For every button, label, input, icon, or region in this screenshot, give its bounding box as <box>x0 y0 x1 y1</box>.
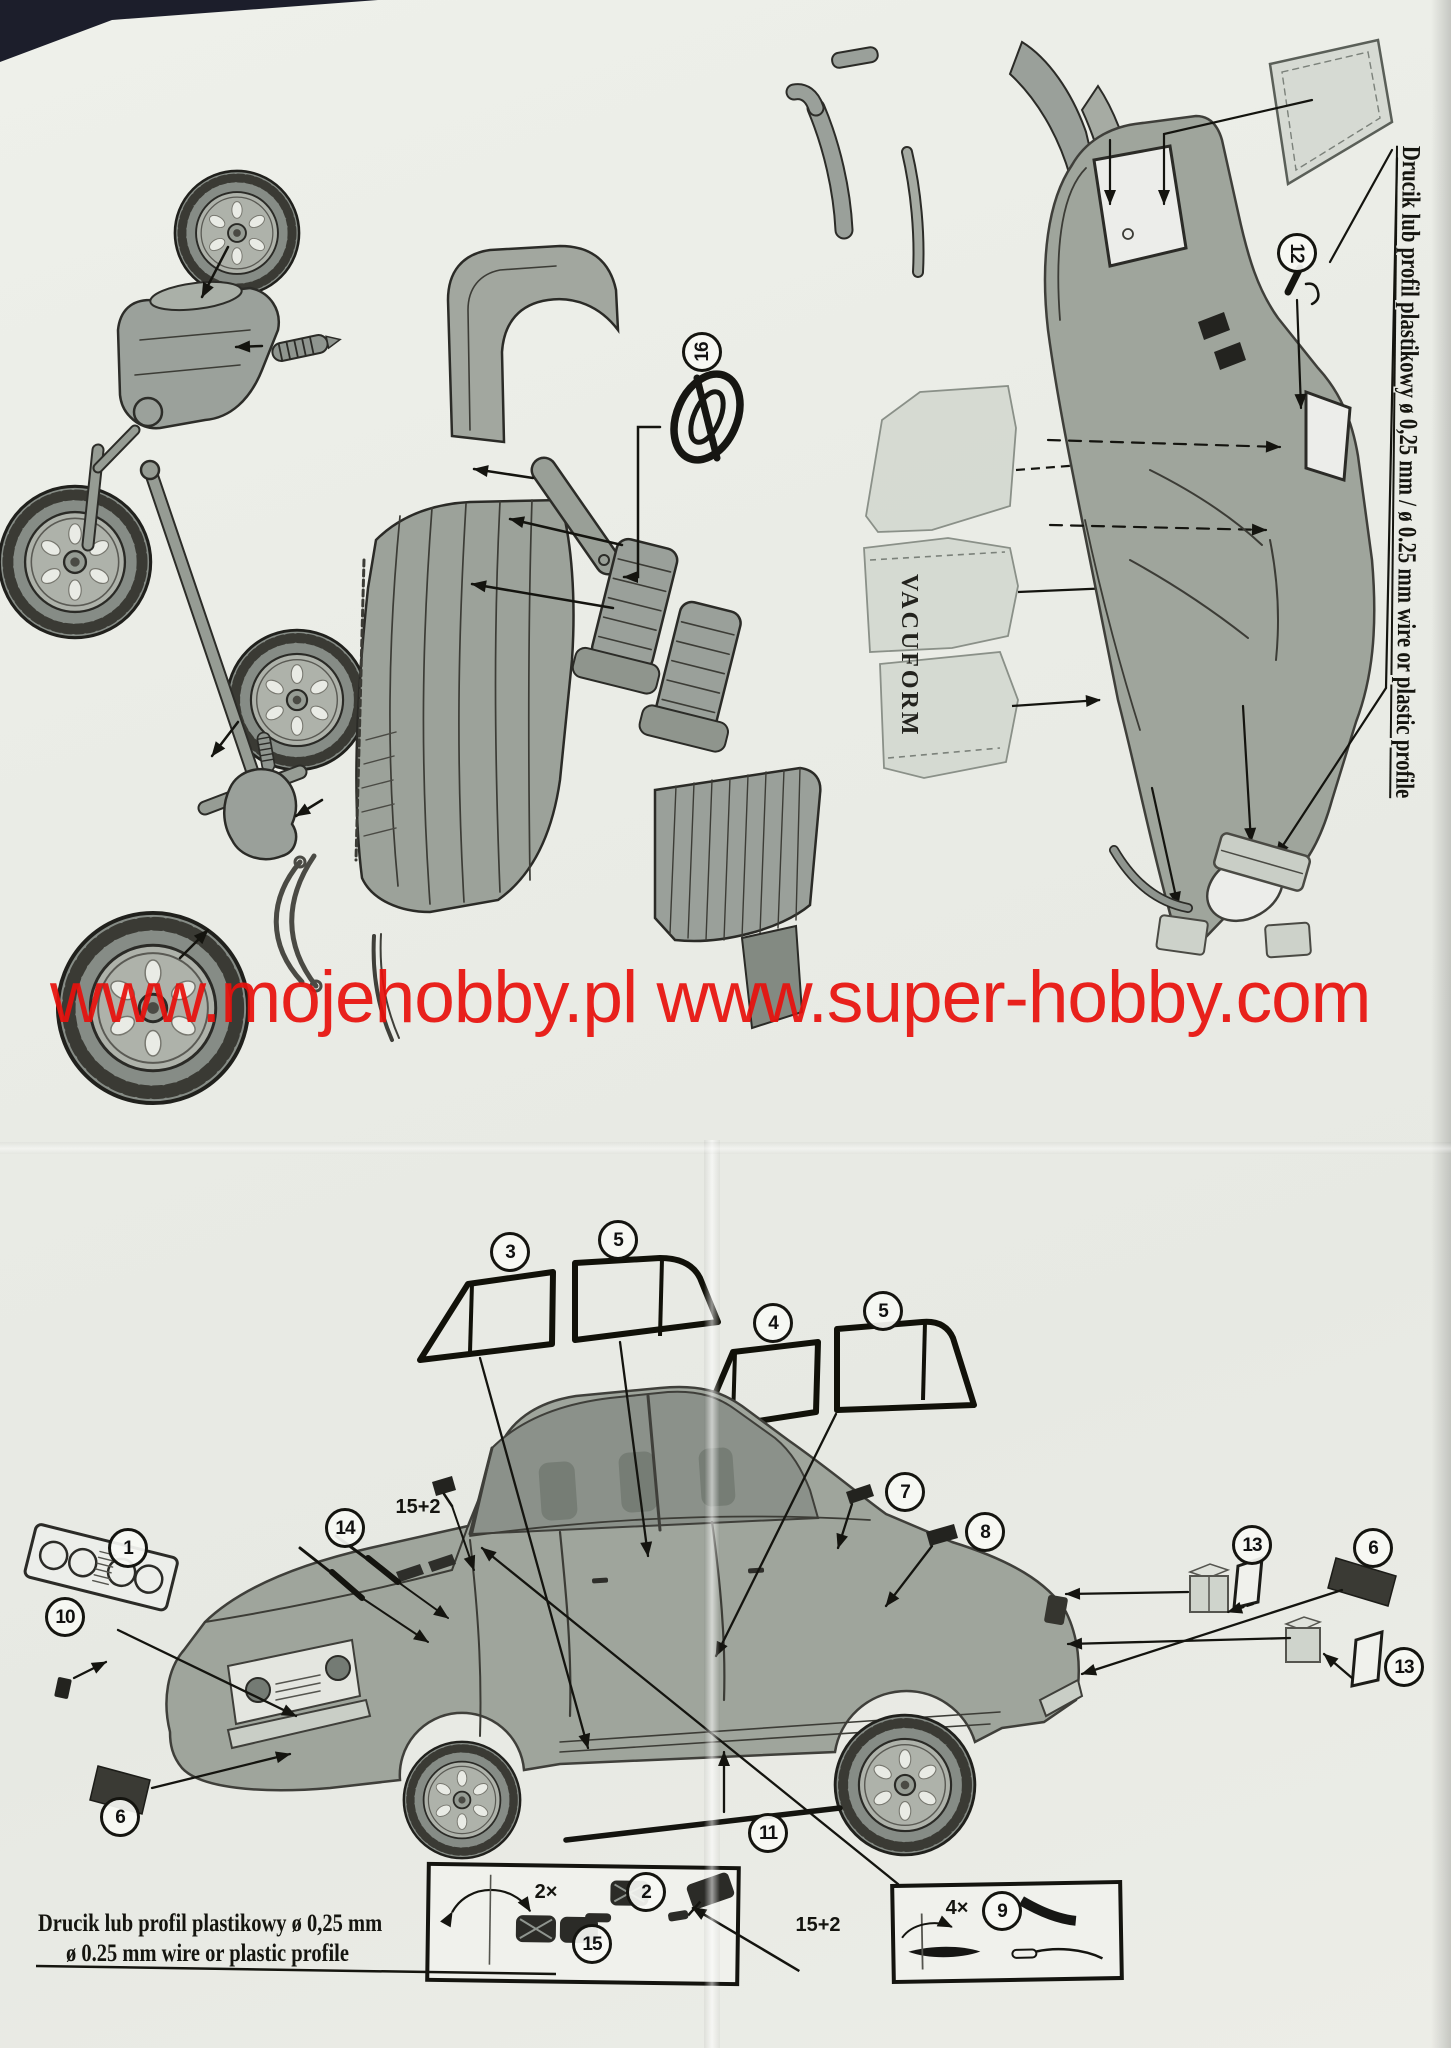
car-exterior-illustration <box>23 1340 1397 1886</box>
callout-1-grille: 1 <box>108 1528 148 1568</box>
callout-12-body-wire: 12 <box>1277 233 1317 273</box>
wire-note-line2: ø 0.25 mm wire or plastic profile <box>66 1940 349 1967</box>
callout-10-grille-badge: 10 <box>45 1597 85 1637</box>
callout-13-tail-lamp-lower: 13 <box>1384 1647 1424 1687</box>
chassis-axle-illustration <box>0 171 400 1103</box>
qty-15plus2-box-label: 15+2 <box>795 1914 841 1936</box>
callout-5-front-door-glass: 5 <box>598 1220 638 1260</box>
interior-illustration <box>354 244 822 1030</box>
callout-9-wiper-blade: 9 <box>982 1891 1022 1931</box>
page-corner-shadow <box>0 0 378 62</box>
parts-box-left <box>425 1861 801 1987</box>
callout-4-rear-window-glass: 4 <box>753 1303 793 1343</box>
callout-7-roof-part-front: 7 <box>885 1472 925 1512</box>
qty-2x-label: 2× <box>534 1881 558 1903</box>
callout-2-floor-mat: 2 <box>626 1872 666 1912</box>
body-shell-illustration <box>785 38 1399 959</box>
callout-3-windshield-glass: 3 <box>490 1232 530 1272</box>
callout-6-front-spoiler: 6 <box>100 1797 140 1837</box>
qty-15plus2-roof-label: 15+2 <box>395 1496 441 1518</box>
callout-11-side-trim: 11 <box>748 1813 788 1853</box>
callout-5-rear-door-glass: 5 <box>863 1291 903 1331</box>
vacuform-windows-illustration <box>863 385 1121 779</box>
wire-note-vertical: Drucik lub profil plastikowy ø 0,25 mm /… <box>1390 145 1426 799</box>
callout-15-mirror-base: 15 <box>572 1924 612 1964</box>
shop-watermark: www.mojehobby.pl www.super-hobby.com <box>50 957 1371 1038</box>
callout-16-steering-wheel: 16 <box>682 332 722 372</box>
qty-4x-label: 4× <box>945 1897 969 1919</box>
callout-14-wiper-arms: 14 <box>325 1508 365 1548</box>
callout-8-roof-part-rear: 8 <box>965 1512 1005 1552</box>
vacuform-label: VACUFORM <box>896 574 922 738</box>
callout-13-tail-lamp-upper: 13 <box>1232 1525 1272 1565</box>
parts-box-right <box>890 1879 1124 1985</box>
bottom-note-underline <box>35 1964 557 1976</box>
callout-6-rear-valance: 6 <box>1353 1528 1393 1568</box>
wire-note-line1: Drucik lub profil plastikowy ø 0,25 mm <box>38 1910 383 1937</box>
